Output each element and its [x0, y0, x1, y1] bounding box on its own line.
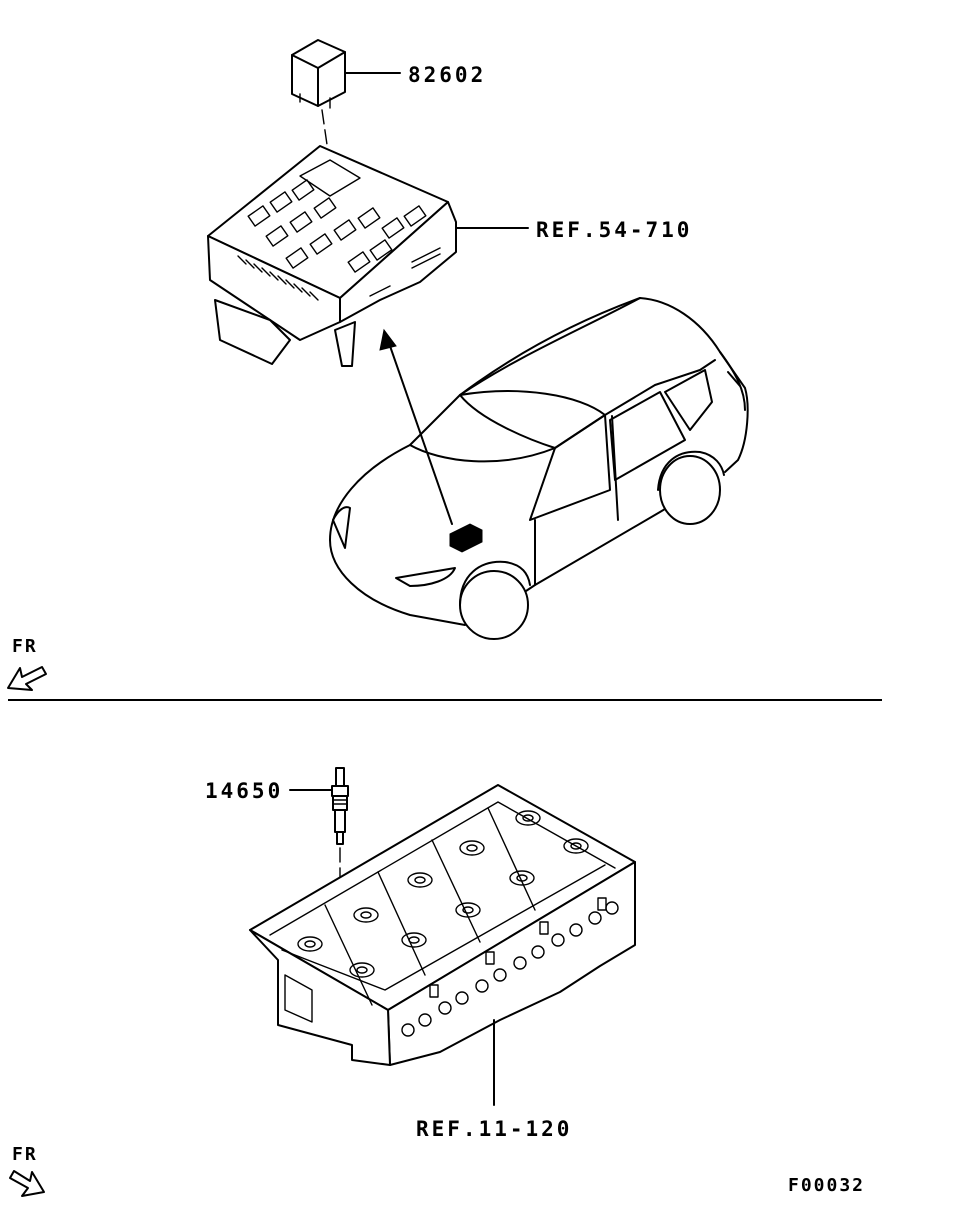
- arrow-front-right-icon: [9, 1170, 45, 1197]
- fuse-box[interactable]: [207, 145, 457, 367]
- front-direction-label-lower: FR: [12, 1144, 38, 1165]
- glow-plug-part-number[interactable]: 14650: [205, 779, 283, 803]
- cylinder-head-reference[interactable]: REF.11-120: [416, 1117, 572, 1141]
- glow-plug-part[interactable]: [331, 767, 349, 845]
- vehicle-outline: [329, 297, 749, 640]
- location-arrow: [379, 328, 453, 525]
- relay-part-number[interactable]: 82602: [408, 63, 486, 87]
- cylinder-head[interactable]: [249, 784, 636, 1066]
- relay-part[interactable]: [291, 39, 346, 109]
- arrow-front-left-icon: [7, 666, 47, 691]
- front-direction-label-upper: FR: [12, 636, 38, 657]
- figure-code: F00032: [788, 1175, 865, 1196]
- fuse-box-reference[interactable]: REF.54-710: [536, 218, 692, 242]
